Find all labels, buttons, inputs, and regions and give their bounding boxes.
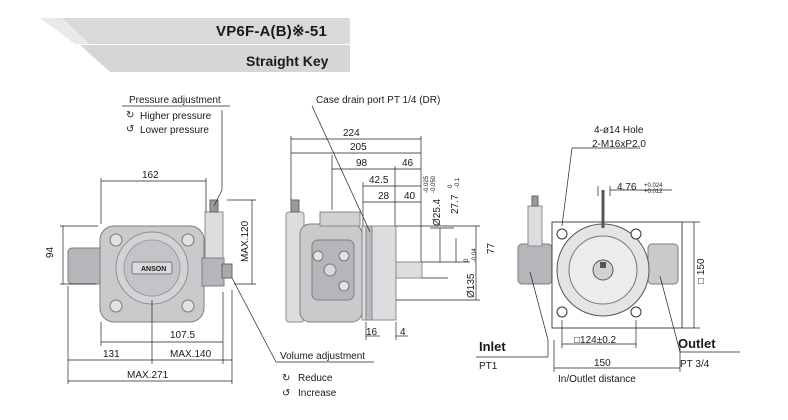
key-type-subtitle: Straight Key xyxy=(246,53,329,69)
increase-icon: ↺ xyxy=(282,388,290,399)
higher-pressure-label: Higher pressure xyxy=(140,111,212,122)
dim-40: 40 xyxy=(404,191,416,202)
mount-hole xyxy=(556,228,568,240)
shaft-end xyxy=(592,259,614,281)
dim-28: 28 xyxy=(378,191,390,202)
model-title: VP6F-A(B)※-51 xyxy=(216,23,328,40)
dim-4: 4 xyxy=(400,327,406,338)
subtitle-band xyxy=(80,45,350,72)
dim-16: 16 xyxy=(366,327,378,338)
dim-205: 205 xyxy=(350,142,367,153)
tol-27-7-bot: -0.1 xyxy=(455,177,461,188)
brand-label: ANSON xyxy=(141,266,166,273)
end-view-pump xyxy=(517,190,683,329)
mount-hole xyxy=(630,228,642,240)
hole-label: 4-ø14 Hole xyxy=(594,125,644,136)
tol-135-bot: -0.04 xyxy=(472,248,478,262)
thread-label: 2-M16xP2.0 xyxy=(592,139,646,150)
side-view-dimensions xyxy=(290,105,480,340)
bolt-icon xyxy=(338,250,350,262)
dim-max140: MAX.140 xyxy=(170,349,212,360)
bolt-icon xyxy=(181,299,195,313)
side-view-pump xyxy=(285,199,423,323)
rotate-cw-icon: ↻ xyxy=(126,110,134,121)
mount-hole xyxy=(630,306,642,318)
header-banner: VP6F-A(B)※-51 Straight Key xyxy=(0,0,788,75)
dim-94: 94 xyxy=(45,246,56,258)
pressure-adjustment-label: Pressure adjustment xyxy=(129,95,221,106)
end-adjuster xyxy=(527,205,543,247)
end-side-housing xyxy=(517,243,553,285)
dim-162: 162 xyxy=(142,170,159,181)
rotate-ccw-icon: ↺ xyxy=(126,124,134,135)
tol-25-4-bot: -0.050 xyxy=(431,175,437,193)
tol-4-76-bot: +0.012 xyxy=(644,189,663,195)
case-drain-label: Case drain port PT 1/4 (DR) xyxy=(316,95,440,106)
bolt-icon xyxy=(109,233,123,247)
inlet-port-label: PT1 xyxy=(479,361,498,372)
dim-42-5: 42.5 xyxy=(369,175,389,186)
volume-adjustment-label: Volume adjustment xyxy=(280,351,365,362)
dim-max271: MAX.271 xyxy=(127,370,169,381)
dim-25-4: Ø25.4 xyxy=(432,198,443,226)
dim-150-vertical: □ 150 xyxy=(696,258,707,284)
dim-98: 98 xyxy=(356,158,368,169)
increase-label: Increase xyxy=(298,388,337,399)
mount-hole xyxy=(556,306,568,318)
dim-4-76: 4.76 xyxy=(617,182,637,193)
tol-25-4-top: -0.025 xyxy=(424,175,430,193)
tol-135-top: 0 xyxy=(464,258,470,262)
lower-pressure-label: Lower pressure xyxy=(140,125,209,136)
outlet-label: Outlet xyxy=(678,336,716,351)
bolt-icon xyxy=(109,299,123,313)
inout-distance-label: In/Outlet distance xyxy=(558,374,636,385)
end-view-dimensions xyxy=(476,147,740,372)
bolt-icon xyxy=(312,250,324,262)
title-band-dark xyxy=(62,18,350,44)
output-shaft xyxy=(395,261,423,279)
end-side-housing-right xyxy=(647,243,679,285)
dim-107-5: 107.5 xyxy=(170,330,195,341)
front-view-pump xyxy=(67,199,233,323)
inlet-label: Inlet xyxy=(479,339,506,354)
dim-224: 224 xyxy=(343,128,360,139)
header-graphic xyxy=(40,18,350,72)
dim-46: 46 xyxy=(402,158,414,169)
dim-124: □124±0.2 xyxy=(574,335,617,346)
bolt-icon xyxy=(181,233,195,247)
dim-77: 77 xyxy=(486,242,497,254)
dim-max120: MAX.120 xyxy=(240,220,251,262)
outlet-port-label: PT 3/4 xyxy=(680,359,710,370)
pressure-adjuster xyxy=(204,211,224,261)
tol-27-7-top: 0 xyxy=(448,184,454,188)
reduce-label: Reduce xyxy=(298,373,333,384)
reduce-icon: ↻ xyxy=(282,373,290,384)
dim-27-7: 27.7 xyxy=(450,194,461,214)
bolt-icon xyxy=(338,280,350,292)
front-view-dimensions xyxy=(60,105,374,384)
dim-150-horizontal: 150 xyxy=(594,358,611,369)
volume-adjuster xyxy=(201,257,225,287)
tol-4-76-top: +0.024 xyxy=(644,183,663,189)
dim-135: Ø135 xyxy=(466,273,477,298)
dim-131: 131 xyxy=(103,349,120,360)
